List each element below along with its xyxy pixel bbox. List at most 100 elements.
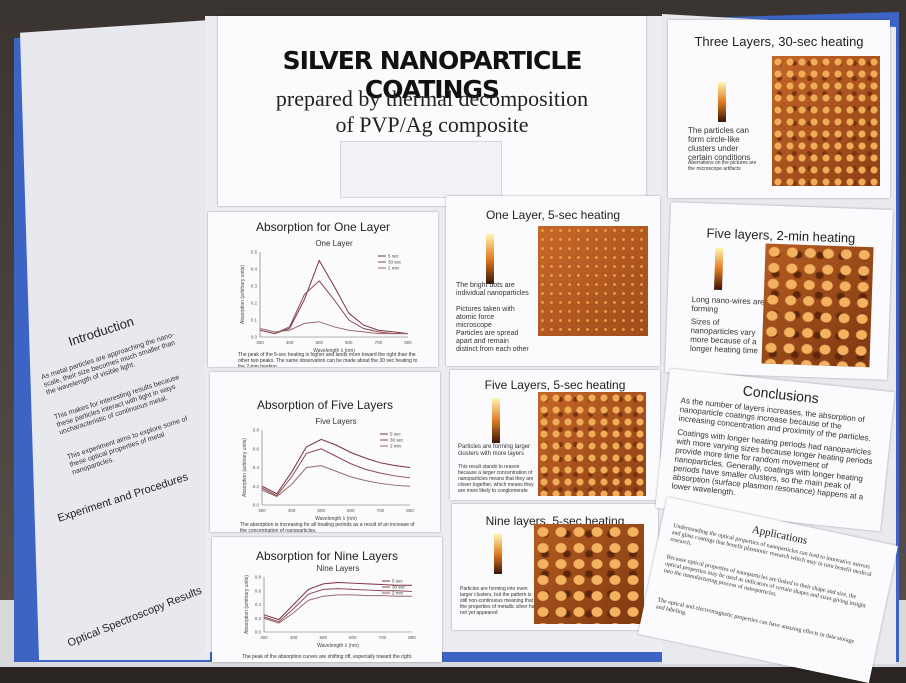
- x-tick-label: 300: [256, 340, 264, 345]
- series-line: [259, 321, 408, 335]
- poster-title: SILVER NANOPARTICLE COATINGS: [282, 46, 583, 104]
- x-tick-label: 600: [347, 508, 355, 513]
- left-wing: Introduction As metal particles are appr…: [20, 20, 210, 660]
- afm-image: [538, 226, 648, 336]
- x-tick-label: 700: [377, 508, 385, 513]
- panel-title: Absorption of Five Layers: [256, 398, 394, 412]
- afm-bullet: Aberrations on the pictures are the micr…: [688, 160, 757, 172]
- chart-title: One Layer: [315, 239, 353, 248]
- afm-bullet: Pictures taken with atomic force microsc…: [456, 306, 515, 329]
- chart-title: Five Layers: [315, 417, 356, 426]
- series-line: [261, 448, 411, 497]
- y-tick-label: 0.2: [255, 616, 262, 621]
- y-tick-label: 0.2: [251, 301, 258, 306]
- y-tick-label: 0.4: [251, 267, 258, 272]
- x-tick-label: 700: [379, 635, 387, 640]
- absorption-panel-five: Absorption of Five Layers Five Layers 300…: [210, 372, 440, 532]
- panel-caption: The absorption is increasing for all hea…: [240, 522, 415, 532]
- series-line: [259, 280, 408, 335]
- panel-caption: The peak of the absorption curves are sh…: [242, 654, 413, 660]
- color-scale-bar: [494, 534, 502, 574]
- legend-entry: 30 sec: [390, 438, 404, 443]
- y-tick-label: 0.0: [253, 503, 260, 508]
- color-scale-bar: [492, 398, 500, 443]
- title-card: SILVER NANOPARTICLE COATINGS prepared by…: [218, 16, 646, 206]
- poster-subtitle-line2: of PVP/Ag composite: [335, 112, 529, 137]
- legend-entry: 2 min: [390, 444, 402, 449]
- y-tick-label: 0.8: [253, 428, 260, 433]
- afm-image: [761, 243, 874, 368]
- legend-entry: 5 sec: [388, 254, 400, 259]
- afm-bullet: The bright dots are individual nanoparti…: [456, 282, 529, 297]
- x-axis-label: Wavelength λ (nm): [313, 348, 355, 354]
- x-axis-label: Wavelength λ (nm): [315, 516, 357, 522]
- afm-panel-five-layers: Five Layers, 5-sec heating Particles are…: [450, 370, 660, 500]
- afm-bullet: Particles are spread apart and remain di…: [456, 330, 529, 353]
- panel-title: Five Layers, 5-sec heating: [484, 378, 626, 392]
- x-tick-label: 500: [317, 508, 325, 513]
- series-line: [263, 581, 412, 621]
- panel-title: Three Layers, 30-sec heating: [694, 34, 864, 49]
- afm-image: [534, 524, 644, 624]
- chart-title: Nine Layers: [317, 564, 360, 573]
- x-tick-label: 300: [258, 508, 266, 513]
- y-axis-label: Absorption (arbitrary units): [240, 265, 246, 324]
- afm-panel-three-layers: Three Layers, 30-sec heating The particl…: [668, 20, 890, 198]
- y-tick-label: 0.6: [255, 588, 262, 593]
- afm-image: [538, 392, 646, 496]
- afm-bullet: Particles are forming into even larger c…: [460, 586, 540, 616]
- y-axis-label: Absorption (arbitrary units): [242, 438, 248, 497]
- afm-bullet: The particles can form circle-like clust…: [688, 126, 751, 162]
- y-tick-label: 0.4: [253, 465, 260, 470]
- x-tick-label: 800: [404, 340, 412, 345]
- panel-title: Absorption for Nine Layers: [255, 549, 399, 563]
- color-scale-bar: [714, 247, 724, 291]
- afm-panel-five-layers-2min: Five layers, 2-min heating Long nano-wir…: [665, 202, 893, 380]
- absorption-panel-nine: Absorption for Nine Layers Nine Layers 30…: [212, 537, 442, 662]
- x-axis-label: Wavelength λ (nm): [317, 643, 359, 649]
- panel-title: One Layer, 5-sec heating: [485, 208, 621, 222]
- x-tick-label: 300: [260, 635, 268, 640]
- series-line: [261, 465, 411, 498]
- afm-bullet: Particles are forming larger clusters wi…: [458, 444, 531, 457]
- panel-caption: The peak of the 5-sec heating is higher …: [238, 352, 418, 367]
- y-tick-label: 0.3: [251, 284, 258, 289]
- x-tick-label: 800: [408, 635, 416, 640]
- y-tick-label: 0.4: [255, 602, 262, 607]
- card-holder: [340, 141, 502, 198]
- x-tick-label: 400: [290, 635, 298, 640]
- afm-bullet: This result stands to reason because a l…: [458, 464, 534, 494]
- afm-bullet: Sizes of nanoparticles vary more because…: [689, 316, 759, 356]
- y-tick-label: 0.8: [255, 575, 262, 580]
- color-scale-bar: [718, 82, 726, 122]
- series-line: [261, 438, 411, 495]
- series-line: [259, 259, 409, 335]
- y-tick-label: 0.0: [255, 630, 262, 635]
- x-tick-label: 800: [406, 508, 414, 513]
- color-scale-bar: [486, 234, 494, 284]
- x-tick-label: 600: [349, 635, 357, 640]
- afm-panel-one-layer: One Layer, 5-sec heating The bright dots…: [446, 196, 660, 366]
- x-tick-label: 700: [375, 340, 383, 345]
- legend-entry: 5 sec: [390, 432, 402, 437]
- x-tick-label: 600: [345, 340, 353, 345]
- y-axis-label: Absorption (arbitrary units): [244, 575, 250, 634]
- series-line: [263, 594, 412, 624]
- y-tick-label: 0.6: [253, 446, 260, 451]
- x-tick-label: 400: [288, 508, 296, 513]
- legend-entry: 2 min: [388, 266, 400, 271]
- legend-entry: 30 sec: [388, 260, 402, 265]
- poster-subtitle-line1: prepared by thermal decomposition: [275, 86, 589, 111]
- series-line: [263, 588, 413, 623]
- panel-title: Absorption for One Layer: [255, 220, 391, 234]
- legend-entry: 2 min: [392, 591, 404, 596]
- x-tick-label: 500: [315, 340, 323, 345]
- afm-panel-nine-layers: Nine layers, 5-sec heating Particles are…: [452, 504, 658, 630]
- x-tick-label: 400: [286, 340, 294, 345]
- legend-entry: 5 sec: [392, 579, 404, 584]
- afm-image: [772, 56, 880, 186]
- y-tick-label: 0.1: [251, 318, 258, 323]
